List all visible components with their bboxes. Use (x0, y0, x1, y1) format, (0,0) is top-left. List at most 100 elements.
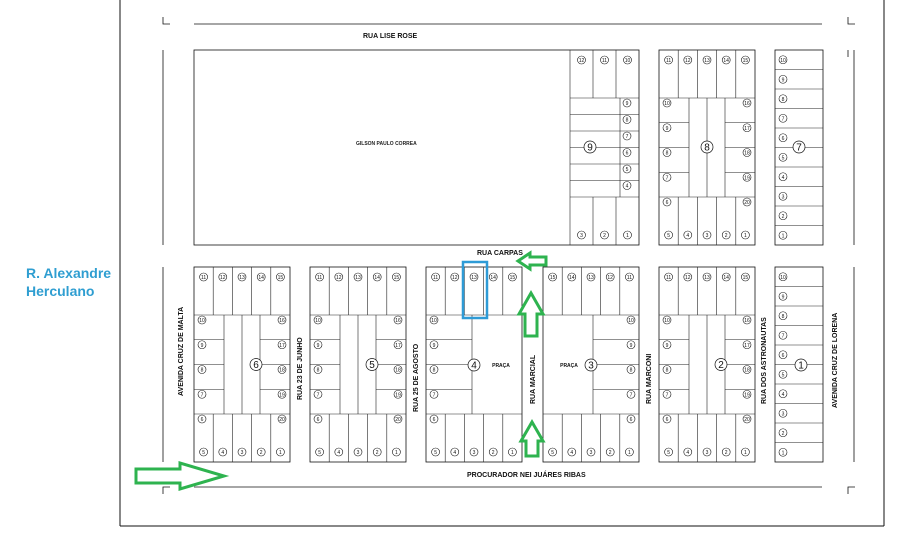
block-number-circle (467, 358, 481, 372)
lot-number-circle (721, 230, 731, 240)
lot-number-circle (778, 230, 788, 240)
lot-number-circle (429, 340, 439, 350)
lot-number-circle (622, 98, 632, 108)
lot-number: 2 (782, 431, 785, 437)
external-street-label: R. Alexandre Herculano (26, 265, 112, 299)
lot-number-circle (277, 389, 287, 399)
lot-number-circle (605, 447, 615, 457)
block-number-circle (249, 358, 263, 371)
lot-number: 1 (279, 450, 282, 456)
block-number: 9 (587, 143, 593, 154)
lot-number-circle (721, 55, 731, 65)
lot-number: 2 (492, 450, 495, 456)
lot-number-circle (586, 447, 596, 457)
lot-number: 9 (630, 343, 633, 349)
lot-number: 13 (239, 275, 245, 281)
lot-number: 6 (782, 353, 785, 359)
block-number: 1 (798, 361, 804, 372)
lot-number: 9 (433, 343, 436, 349)
lot-number: 8 (630, 368, 633, 374)
lot-number: 13 (355, 275, 361, 281)
lot-number: 13 (704, 275, 710, 281)
lot-number: 19 (744, 175, 750, 181)
lot-number-circle (605, 272, 615, 282)
lot-number: 9 (782, 77, 785, 83)
lot-number-circle (277, 414, 287, 424)
lot-number-circle (662, 340, 672, 350)
lot-number-circle (277, 365, 287, 374)
street-corner (162, 17, 170, 25)
lot-number: 16 (744, 101, 750, 107)
lot-number: 5 (782, 372, 785, 378)
lot-number: 5 (202, 450, 205, 456)
lot-number-circle (778, 369, 788, 379)
lot-number-circle (622, 164, 632, 174)
lot-number-circle (778, 55, 788, 65)
lot-number: 10 (664, 318, 670, 324)
lot-number: 3 (580, 233, 583, 239)
lot-number: 10 (780, 275, 786, 281)
lot-number-circle (372, 272, 382, 282)
lot-number-circle (623, 55, 632, 65)
lot-number-circle (778, 408, 788, 418)
lot-number-circle (742, 414, 752, 424)
lot-number: 1 (626, 233, 629, 239)
lot-number-circle (662, 414, 672, 424)
lot-number: 20 (744, 417, 750, 423)
lot-number-circle (431, 447, 440, 457)
highlighted-lot[interactable] (461, 260, 489, 320)
lot-number-circle (702, 447, 712, 457)
lot-number-circle (721, 447, 731, 457)
lot-number-circle (237, 272, 247, 282)
lot-number-circle (622, 131, 632, 141)
lot-number: 18 (744, 368, 750, 374)
lot-number: 12 (220, 275, 226, 281)
block-number: 3 (588, 361, 594, 372)
lot-number: 3 (782, 411, 785, 417)
lot-number-circle (392, 447, 401, 457)
lot-number-circle (664, 230, 673, 240)
lot-number: 12 (579, 58, 585, 64)
lot-number: 16 (395, 318, 401, 324)
lot-number-circle (600, 55, 609, 65)
lot-number-circle (313, 315, 323, 325)
lot-number-circle (721, 272, 731, 282)
lot-number: 8 (201, 368, 204, 374)
lot-number-circle (450, 272, 460, 282)
street-label-rua-astronautas: RUA DOS ASTRONAUTAS (761, 317, 768, 404)
lot-number-circle (662, 172, 672, 182)
lot-number: 3 (241, 450, 244, 456)
lot-number: 4 (626, 184, 629, 190)
lot-number-circle (778, 211, 788, 221)
lot-number: 1 (395, 450, 398, 456)
lot-number-circle (334, 447, 344, 457)
lot-number: 16 (279, 318, 285, 324)
lot-number-circle (392, 272, 401, 282)
lot-number-circle (508, 272, 517, 282)
lot-number: 1 (782, 233, 785, 239)
lot-number: 6 (433, 417, 436, 423)
lot-number-circle (778, 172, 788, 182)
lot-number-circle (742, 148, 752, 157)
block-number-circle (584, 358, 598, 372)
lot-number: 6 (626, 151, 629, 157)
street-label-rua-23-junho: RUA 23 DE JUNHO (297, 337, 304, 400)
lot-number-circle (237, 447, 247, 457)
lot-number-circle (662, 148, 672, 157)
lot-number-circle (313, 365, 323, 374)
lot-number-circle (778, 291, 788, 301)
street-corner (162, 486, 170, 494)
lot-number: 10 (780, 58, 786, 64)
lot-number-circle (197, 315, 207, 325)
lot-number: 3 (782, 194, 785, 200)
lot-number-circle (197, 389, 207, 399)
block-number-circle (583, 140, 597, 154)
lot-number-circle (626, 365, 636, 374)
lot-number-circle (625, 272, 634, 282)
lot-number-circle (256, 272, 266, 282)
lot-number: 5 (667, 450, 670, 456)
lot-number: 1 (628, 450, 631, 456)
lot-number: 19 (395, 392, 401, 398)
